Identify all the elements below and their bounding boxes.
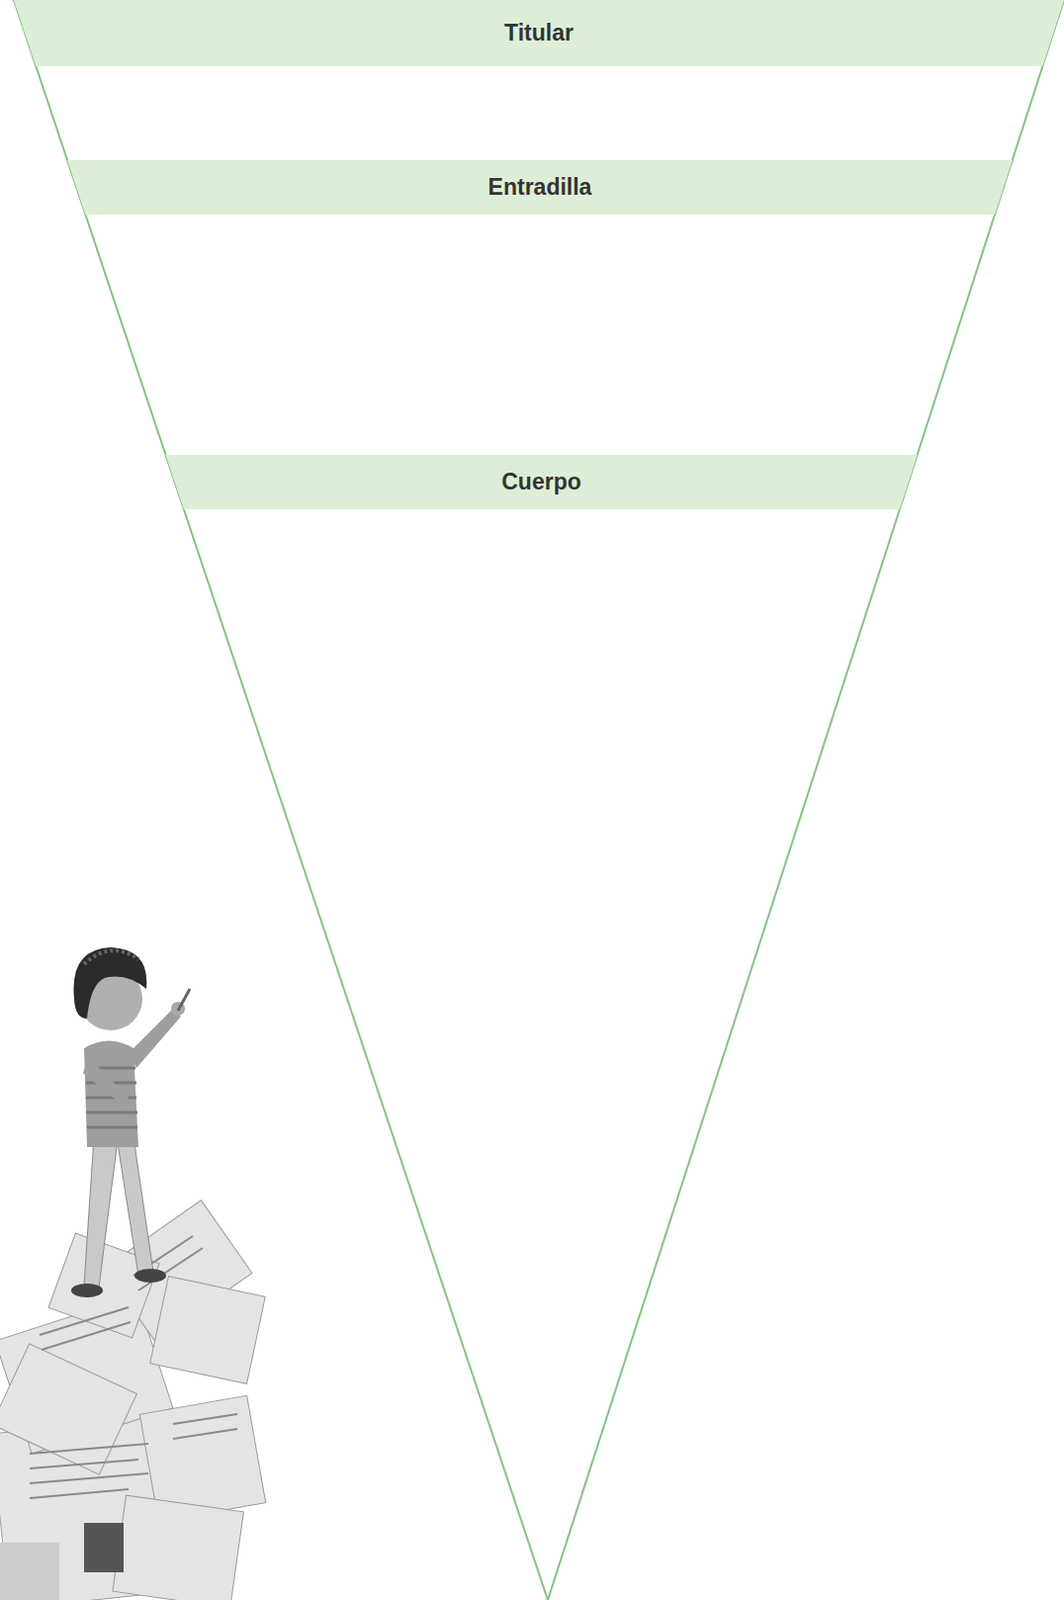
band-label: Entradilla [488, 174, 593, 201]
girl-illustration [0, 947, 266, 1600]
section-band: Entradilla [67, 160, 1013, 215]
section-band: Cuerpo [165, 454, 918, 510]
band-label: Cuerpo [501, 468, 582, 496]
section-band: Titular [13, 0, 1064, 67]
band-label: Titular [504, 19, 574, 47]
